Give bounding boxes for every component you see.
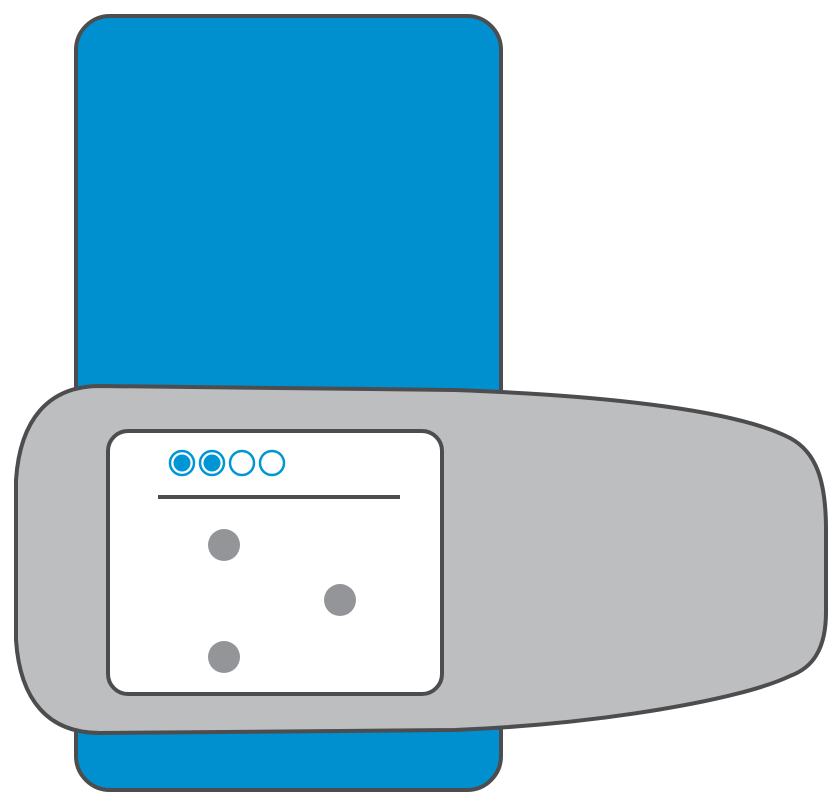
progress-step-empty — [260, 451, 284, 475]
screen-dot — [324, 584, 356, 616]
screen-dot — [208, 529, 240, 561]
progress-step-empty — [230, 451, 254, 475]
screen-dot — [208, 641, 240, 673]
progress-step-fill — [174, 455, 191, 472]
progress-step-fill — [204, 455, 221, 472]
